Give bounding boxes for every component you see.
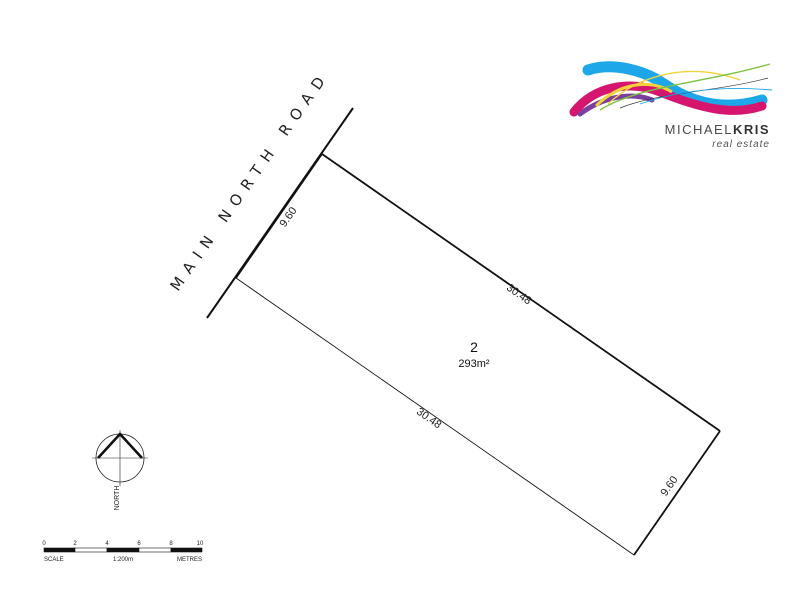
lot-north-side-line — [321, 153, 721, 432]
scale-ratio: 1:200m — [113, 557, 133, 563]
brand-name: MICHAELKRIS — [665, 122, 770, 137]
north-label: NORTH — [114, 486, 121, 511]
brand-name-light: MICHAEL — [665, 122, 733, 137]
scale-tick-8: 8 — [169, 541, 173, 547]
lot-rear-line — [633, 430, 721, 556]
scale-tick-2: 2 — [73, 541, 77, 547]
south-side-dimension: 30.48 — [414, 406, 443, 432]
scale-tick-10: 10 — [197, 541, 204, 547]
road-boundary-line — [206, 107, 354, 319]
north-arrow: NORTH — [92, 430, 148, 510]
lot-frontage-line — [235, 153, 323, 279]
north-arrow-chevron-icon — [97, 432, 143, 459]
brand-tagline: real estate — [712, 139, 770, 150]
frontage-dimension: 9.60 — [277, 205, 299, 229]
brand-logo: MICHAELKRIS real estate — [569, 61, 773, 150]
scale-bar-seg-4 — [170, 547, 203, 553]
brand-swoosh-icon — [569, 61, 773, 117]
brand-name-bold: KRIS — [733, 122, 770, 137]
scale-unit: METRES — [177, 557, 202, 563]
scale-tick-4: 4 — [105, 541, 109, 547]
lot-number: 2 — [470, 339, 478, 355]
rear-dimension: 9.60 — [658, 474, 680, 498]
scale-bar-seg-2 — [106, 547, 140, 553]
scale-label: SCALE — [44, 557, 64, 563]
lot-south-side-line — [235, 277, 635, 556]
road-name: MAIN NORTH ROAD — [167, 67, 334, 294]
scale-bar: 0 2 4 6 8 10 SCALE 1:200m METRES — [42, 541, 204, 563]
scale-tick-6: 6 — [137, 541, 141, 547]
north-side-dimension: 30.48 — [504, 282, 533, 308]
lot-area: 293m² — [458, 358, 490, 370]
scale-bar-seg-1 — [74, 547, 108, 553]
lot-boundary — [235, 153, 721, 556]
scale-tick-0: 0 — [42, 541, 46, 547]
scale-bar-seg-0 — [43, 547, 76, 553]
scale-bar-seg-3 — [138, 547, 172, 553]
